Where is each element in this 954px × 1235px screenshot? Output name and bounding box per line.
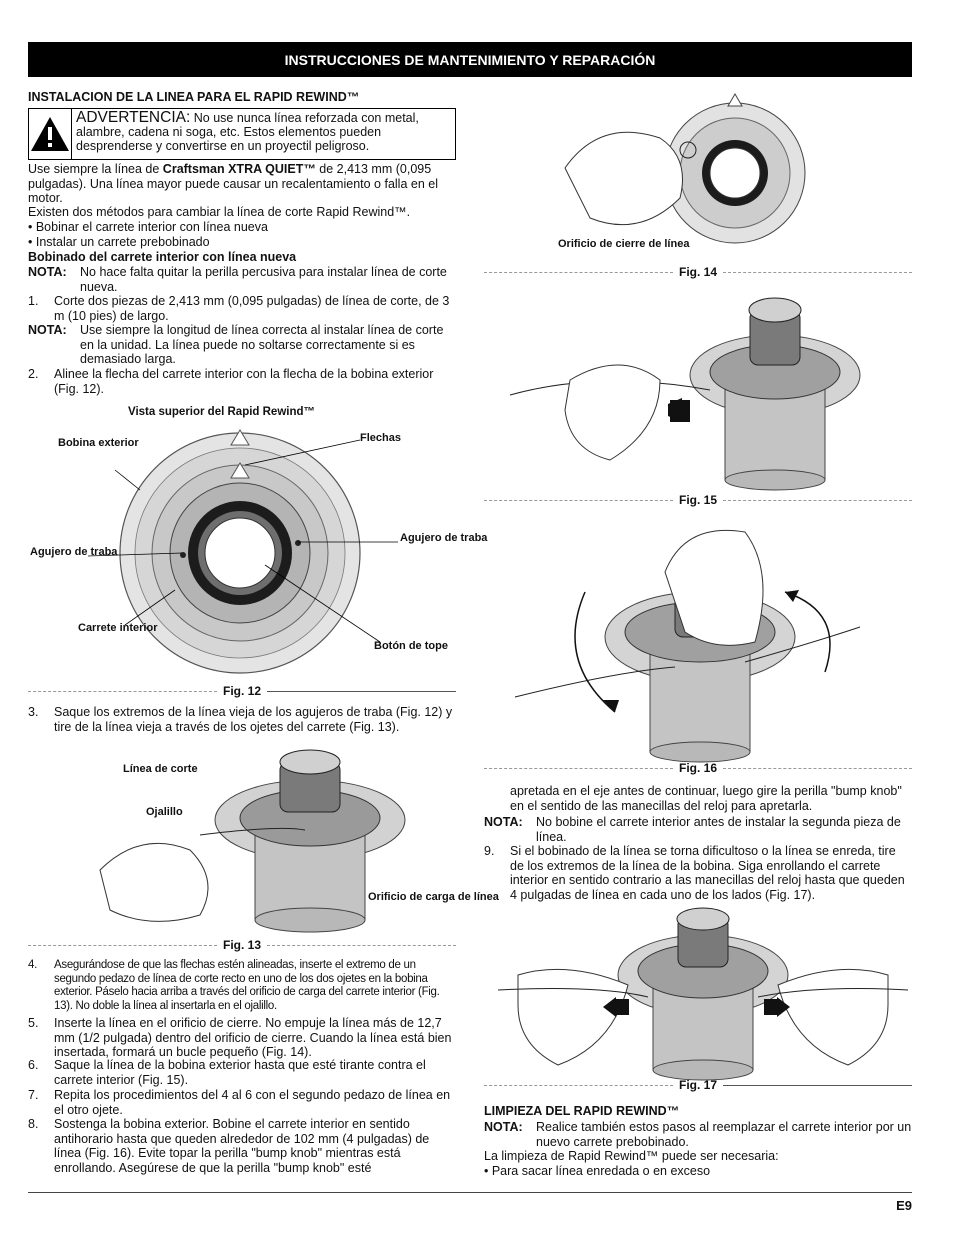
note-label: NOTA: (484, 1120, 523, 1134)
fig13-label-orificio: Orificio de carga de línea (368, 891, 499, 903)
step-item: 2. Alinee la flecha del carrete interior … (28, 367, 456, 396)
fig12-caption-text: Fig. 12 (223, 684, 262, 698)
warning-title: ADVERTENCIA: (76, 109, 191, 126)
note-label: NOTA: (484, 815, 523, 829)
paragraph-line-type: Use siempre la línea de Craftsman XTRA Q… (28, 162, 456, 206)
step-item: 7. Repita los procedimientos del 4 al 6 c… (28, 1088, 456, 1117)
fig12-label-agujero-right: Agujero de traba (400, 532, 488, 544)
fig14-illustration (564, 93, 806, 244)
note-text: No hace falta quitar la perilla percusiv… (80, 265, 447, 294)
step-item: 1. Corte dos piezas de 2,413 mm (0,095 pu… (28, 294, 456, 323)
note-text: Use siempre la longitud de línea correct… (80, 323, 444, 366)
warning-box: ADVERTENCIA: No use nunca línea reforzad… (28, 108, 456, 160)
step-number: 8. (28, 1117, 39, 1131)
note-text: No bobine el carrete interior antes de i… (536, 815, 901, 844)
bullet-item: • Instalar un carrete prebobinado (28, 235, 210, 249)
step-number: 2. (28, 367, 39, 381)
step-text: Alinee la flecha del carrete interior co… (54, 367, 434, 396)
page-banner: INSTRUCCIONES DE MANTENIMIENTO Y REPARAC… (28, 42, 912, 77)
step-item: 3. Saque los extremos de la línea vieja d… (28, 705, 456, 734)
warning-body: No use nunca línea reforzada con metal, … (76, 111, 419, 153)
step8-continuation: apretada en el eje antes de continuar, l… (510, 784, 902, 813)
step-text: Repita los procedimientos del 4 al 6 con… (54, 1088, 451, 1117)
fig12-label-boton: Botón de tope (374, 640, 448, 652)
step-text: Asegurándose de que las flechas estén al… (54, 959, 440, 1012)
section-title-cleaning: LIMPIEZA DEL RAPID REWIND™ (484, 1104, 680, 1118)
fig13-label-ojalillo: Ojalillo (146, 806, 183, 818)
bullet-item: • Para sacar línea enredada o en exceso (484, 1164, 711, 1178)
step-item: 5. Inserte la línea en el orificio de cie… (28, 1016, 456, 1060)
step-item: 4. Asegurándose de que las flechas estén … (28, 959, 456, 1013)
step-text: Corte dos piezas de 2,413 mm (0,095 pulg… (54, 294, 450, 323)
step-number: 3. (28, 705, 39, 719)
fig17-caption-text: Fig. 17 (679, 1078, 718, 1092)
paragraph-methods: Existen dos métodos para cambiar la líne… (28, 205, 411, 219)
fig12-label-agujero-left: Agujero de traba (30, 546, 118, 558)
section-title-installation: INSTALACION DE LA LINEA PARA EL RAPID RE… (28, 90, 360, 104)
step-item: 9. Si el bobinado de la línea se torna di… (484, 844, 912, 902)
fig12-label-bobina: Bobina exterior (58, 437, 139, 449)
fig12-label-flechas: Flechas (360, 432, 401, 444)
fig13-caption-text: Fig. 13 (223, 938, 262, 952)
step-text: Saque la línea de la bobina exterior has… (54, 1058, 426, 1087)
step-text: Saque los extremos de la línea vieja de … (54, 705, 453, 734)
page-number: E9 (896, 1198, 912, 1213)
step-item: 6. Saque la línea de la bobina exterior h… (28, 1058, 456, 1087)
fig14-caption-text: Fig. 14 (679, 265, 718, 279)
note-item: NOTA: No hace falta quitar la perilla per… (28, 265, 456, 294)
para1-post: de 2,413 mm (0,095 pulgadas). Una línea … (28, 162, 438, 205)
fig17-illustration (497, 907, 909, 1081)
fig16-caption: Fig. 16 (484, 761, 913, 775)
fig12-label-carrete: Carrete interior (78, 622, 158, 634)
fig16-illustration (514, 529, 861, 763)
fig17-caption: Fig. 17 (484, 1078, 913, 1092)
step-text: Sostenga la bobina exterior. Bobine el c… (54, 1117, 430, 1175)
fig12-title: Vista superior del Rapid Rewind™ (128, 406, 316, 418)
note-item: NOTA: Realice también estos pasos al reem… (484, 1120, 912, 1149)
fig12-illustration (119, 429, 361, 674)
subhead-rewinding: Bobinado del carrete interior con línea … (28, 250, 297, 264)
warning-text: ADVERTENCIA: No use nunca línea reforzad… (72, 109, 455, 159)
fig14-label-orificio: Orificio de cierre de línea (558, 238, 690, 250)
bullet-item: • Bobinar el carrete interior con línea … (28, 220, 268, 234)
fig13-illustration (99, 749, 406, 933)
note-item: NOTA: No bobine el carrete interior antes… (484, 815, 912, 844)
footer-rule (28, 1192, 912, 1193)
fig15-illustration (509, 297, 861, 491)
step-number: 4. (28, 959, 37, 971)
note-label: NOTA: (28, 265, 67, 279)
step-number: 5. (28, 1016, 39, 1030)
para1-pre: Use siempre la línea de (28, 162, 163, 176)
fig13-label-linea: Línea de corte (123, 763, 198, 775)
step-text: Inserte la línea en el orificio de cierr… (54, 1016, 452, 1059)
step-item: 8. Sostenga la bobina exterior. Bobine el… (28, 1117, 456, 1175)
paragraph-cleaning: La limpieza de Rapid Rewind™ puede ser n… (484, 1149, 779, 1163)
note-text: Realice también estos pasos al reemplaza… (536, 1120, 912, 1149)
warning-icon (29, 109, 72, 159)
para1-bold: Craftsman XTRA QUIET™ (162, 162, 316, 176)
note-item: NOTA: Use siempre la longitud de línea co… (28, 323, 456, 367)
step-number: 9. (484, 844, 495, 858)
fig12-caption: Fig. 12 (28, 684, 457, 698)
step-number: 1. (28, 294, 39, 308)
fig14-caption: Fig. 14 (484, 265, 913, 279)
fig13-caption: Fig. 13 (28, 938, 457, 952)
fig15-caption-text: Fig. 15 (679, 493, 718, 507)
step-number: 6. (28, 1058, 39, 1072)
fig15-caption: Fig. 15 (484, 493, 913, 507)
note-label: NOTA: (28, 323, 67, 337)
step-number: 7. (28, 1088, 39, 1102)
fig16-caption-text: Fig. 16 (679, 761, 718, 775)
step-text: Si el bobinado de la línea se torna difi… (510, 844, 905, 902)
